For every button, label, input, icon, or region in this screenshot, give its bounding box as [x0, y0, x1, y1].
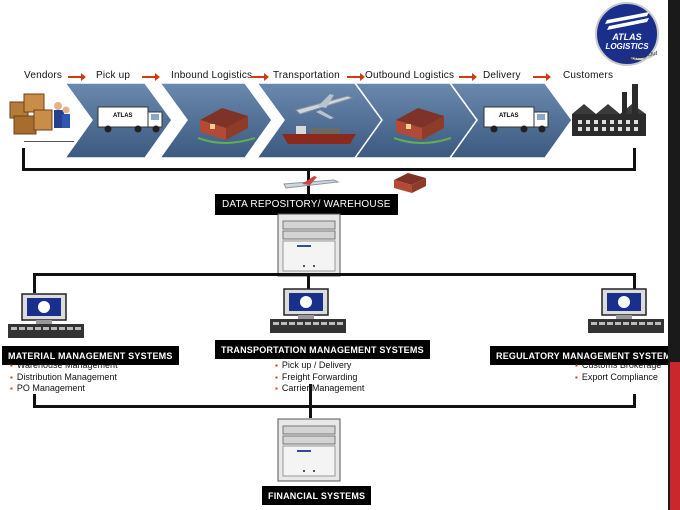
airplane-icon: [295, 94, 354, 119]
side-accent-red: [670, 362, 680, 510]
computer-icon: [8, 293, 84, 338]
repository-icons: [283, 173, 426, 193]
flow-arrow: [459, 73, 477, 81]
top-bracket-base: [22, 168, 636, 171]
transportation-systems-label: TRANSPORTATION MANAGEMENT SYSTEMS: [215, 340, 430, 359]
financial-server-icon: [277, 418, 341, 482]
flow-arrow: [142, 73, 160, 81]
transportation-systems-list: Pick up / Delivery Freight Forwarding Ca…: [275, 360, 365, 395]
list-item: PO Management: [10, 383, 118, 395]
list-item: Pick up / Delivery: [275, 360, 364, 372]
mid-bracket-top: [33, 273, 636, 276]
bottom-bracket-base: [33, 405, 636, 408]
logo-sub: LOGISTICS: [605, 42, 649, 51]
vendor-connector: [24, 141, 74, 142]
warehouse-icon: [393, 108, 452, 144]
ship-icon: [282, 126, 356, 144]
truck-label: ATLAS: [113, 113, 133, 119]
mid-bracket-right: [633, 273, 636, 293]
factory-icon: [572, 84, 646, 136]
truck-icon: [97, 106, 163, 133]
computer-icon: [588, 288, 664, 333]
computer-icon: [270, 288, 346, 333]
data-repository-label: DATA REPOSITORY/ WAREHOUSE: [215, 194, 398, 215]
stage-inbound: Inbound Logistics: [171, 70, 253, 81]
bottom-bracket-right: [633, 394, 636, 407]
list-item: Distribution Management: [10, 372, 118, 384]
mid-bracket-left: [33, 273, 36, 293]
flow-arrow: [251, 73, 269, 81]
stage-delivery: Delivery: [483, 70, 521, 81]
stage-outbound: Outbound Logistics: [365, 70, 455, 81]
logo-name: ATLAS: [612, 32, 642, 42]
bottom-bracket-stem: [309, 384, 312, 418]
stage-transportation: Transportation: [273, 70, 340, 81]
truck-icon: [483, 106, 549, 133]
truck-label: ATLAS: [499, 113, 519, 119]
atlas-logo: ATLAS LOGISTICS Reaching Out: [591, 0, 663, 72]
material-systems-list: Warehouse Management Distribution Manage…: [10, 360, 118, 395]
list-item: Carrier Management: [275, 383, 365, 395]
mid-bracket-center: [307, 273, 310, 289]
process-chevrons: [9, 82, 646, 159]
flow-arrow: [533, 73, 551, 81]
small-airplane-icon: [283, 179, 340, 189]
financial-systems-label: FINANCIAL SYSTEMS: [262, 486, 372, 505]
list-item: Warehouse Management: [10, 360, 118, 372]
list-item: Export Compliance: [575, 372, 661, 384]
warehouse-icon: [197, 108, 256, 144]
top-bracket-right: [633, 148, 636, 170]
list-item: Customs Brokerage: [575, 360, 662, 372]
stage-customers: Customers: [563, 70, 614, 81]
database-server-icon: [277, 213, 341, 277]
regulatory-systems-list: Customs Brokerage Export Compliance: [575, 360, 662, 384]
flow-arrow: [347, 73, 365, 81]
stage-vendors: Vendors: [24, 70, 63, 81]
flow-arrow: [68, 73, 86, 81]
list-item: Freight Forwarding: [275, 372, 364, 384]
vendor-boxes-icon: [9, 93, 70, 135]
small-warehouse-icon: [394, 173, 426, 193]
bottom-bracket-left: [33, 394, 36, 407]
top-bracket-left: [22, 148, 25, 170]
stage-pickup: Pick up: [96, 70, 131, 81]
